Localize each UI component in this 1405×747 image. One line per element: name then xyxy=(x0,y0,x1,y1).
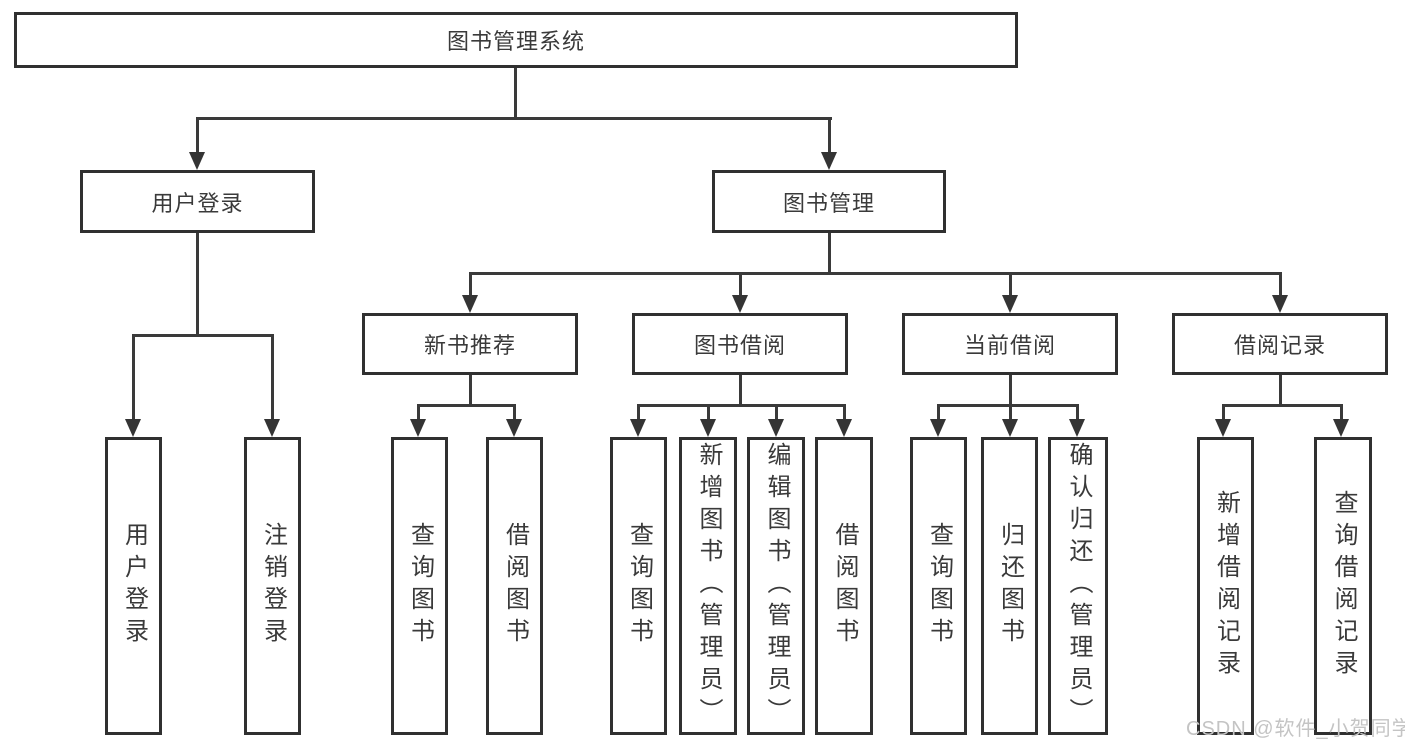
connector-rail xyxy=(1222,404,1343,407)
leaf-query-books-borrow: 查询图书 xyxy=(610,437,667,735)
connector-drop xyxy=(1279,272,1282,298)
leaf-query-books-current: 查询图书 xyxy=(910,437,967,735)
node-label: 当前借阅 xyxy=(963,333,1056,358)
arrow-down-icon xyxy=(930,419,946,437)
arrow-down-icon xyxy=(836,419,852,437)
connector-drop xyxy=(417,404,420,423)
arrow-down-icon xyxy=(700,419,716,437)
leaf-label: 编辑图书（管理员） xyxy=(763,442,790,730)
leaf-label: 查询图书 xyxy=(925,522,953,650)
leaf-label: 新增图书（管理员） xyxy=(695,442,722,730)
node-label: 借阅记录 xyxy=(1233,333,1326,358)
leaf-edit-books-admin: 编辑图书（管理员） xyxy=(747,437,805,735)
csdn-watermark: CSDN @软件_小贺同学 xyxy=(1186,718,1405,740)
leaf-borrow-books: 借阅图书 xyxy=(815,437,873,735)
leaf-confirm-return-admin: 确认归还（管理员） xyxy=(1048,437,1108,735)
connector-drop xyxy=(843,404,846,423)
arrow-down-icon xyxy=(125,419,141,437)
leaf-query-borrow-record: 查询借阅记录 xyxy=(1314,437,1372,735)
connector-book-mgmt-rail xyxy=(469,272,1282,275)
arrow-down-icon xyxy=(768,419,784,437)
connector-drop xyxy=(1076,404,1079,423)
connector-drop xyxy=(739,272,742,298)
connector-drop xyxy=(513,404,516,423)
leaf-label: 确认归还（管理员） xyxy=(1065,442,1092,730)
leaf-label: 用户登录 xyxy=(120,522,148,650)
connector-rail xyxy=(637,404,845,407)
arrow-down-icon xyxy=(410,419,426,437)
node-current-borrow: 当前借阅 xyxy=(902,313,1118,375)
arrow-down-icon xyxy=(264,419,280,437)
connector-drop xyxy=(1009,272,1012,298)
arrow-down-icon xyxy=(189,152,205,170)
leaf-label: 归还图书 xyxy=(996,522,1024,650)
arrow-down-icon xyxy=(1215,419,1231,437)
node-borrow-records: 借阅记录 xyxy=(1172,313,1388,375)
connector-trunk xyxy=(469,375,472,407)
connector-drop xyxy=(271,334,274,423)
node-label: 图书借阅 xyxy=(693,333,786,358)
leaf-query-books-recommend: 查询图书 xyxy=(391,437,448,735)
arrow-down-icon xyxy=(1002,419,1018,437)
node-book-management: 图书管理 xyxy=(712,170,946,233)
connector-drop xyxy=(196,117,199,155)
node-label: 新书推荐 xyxy=(423,333,516,358)
connector-trunk xyxy=(1279,375,1282,407)
arrow-down-icon xyxy=(821,152,837,170)
arrow-down-icon xyxy=(732,295,748,313)
connector-trunk xyxy=(739,375,742,407)
leaf-label: 查询图书 xyxy=(406,522,434,650)
node-user-login: 用户登录 xyxy=(80,170,315,233)
connector-drop xyxy=(132,334,135,423)
connector-drop xyxy=(775,404,778,423)
arrow-down-icon xyxy=(630,419,646,437)
node-new-book-recommend: 新书推荐 xyxy=(362,313,578,375)
leaf-label: 查询图书 xyxy=(625,522,653,650)
connector-root-rail xyxy=(196,117,832,120)
node-label: 用户登录 xyxy=(151,190,244,216)
connector-root-trunk xyxy=(514,68,517,119)
leaf-borrow-books-recommend: 借阅图书 xyxy=(486,437,543,735)
connector-rail xyxy=(417,404,516,407)
leaf-label: 注销登录 xyxy=(259,522,287,650)
connector-user-login-trunk xyxy=(196,233,199,337)
arrow-down-icon xyxy=(1333,419,1349,437)
connector-user-login-rail xyxy=(132,334,274,337)
leaf-add-borrow-record: 新增借阅记录 xyxy=(1197,437,1254,735)
node-label: 图书管理系统 xyxy=(446,29,585,54)
connector-drop xyxy=(828,117,831,155)
leaf-add-books-admin: 新增图书（管理员） xyxy=(679,437,737,735)
leaf-user-login: 用户登录 xyxy=(105,437,162,735)
connector-drop xyxy=(1340,404,1343,423)
connector-drop xyxy=(1009,404,1012,423)
leaf-logout: 注销登录 xyxy=(244,437,301,735)
arrow-down-icon xyxy=(506,419,522,437)
leaf-label: 借阅图书 xyxy=(831,522,858,650)
arrow-down-icon xyxy=(1069,419,1085,437)
connector-rail xyxy=(937,404,1079,407)
connector-drop xyxy=(637,404,640,423)
leaf-label: 新增借阅记录 xyxy=(1212,490,1240,682)
connector-drop xyxy=(469,272,472,298)
node-library-management-system: 图书管理系统 xyxy=(14,12,1018,68)
connector-drop xyxy=(937,404,940,423)
connector-book-mgmt-trunk xyxy=(828,233,831,275)
leaf-label: 查询借阅记录 xyxy=(1330,490,1357,682)
node-label: 图书管理 xyxy=(782,190,875,216)
connector-drop xyxy=(1222,404,1225,423)
node-book-borrow: 图书借阅 xyxy=(632,313,848,375)
leaf-label: 借阅图书 xyxy=(501,522,529,650)
connector-drop xyxy=(707,404,710,423)
connector-trunk xyxy=(1009,375,1012,407)
leaf-return-books: 归还图书 xyxy=(981,437,1038,735)
arrow-down-icon xyxy=(1272,295,1288,313)
arrow-down-icon xyxy=(462,295,478,313)
arrow-down-icon xyxy=(1002,295,1018,313)
